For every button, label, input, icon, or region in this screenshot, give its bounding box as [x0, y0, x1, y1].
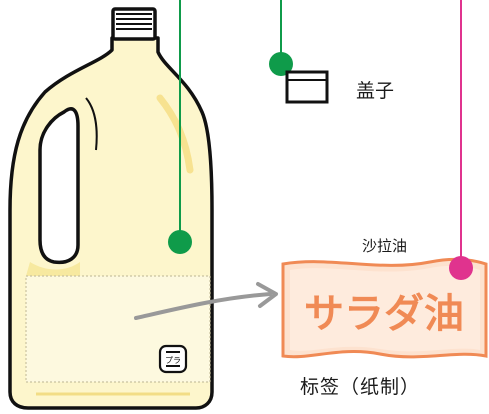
oil-caption: 沙拉油 — [362, 237, 408, 255]
grey-arrow — [134, 282, 278, 320]
cap-icon — [285, 70, 329, 104]
bottle-side-shade — [26, 262, 80, 276]
paper-label: サラダ油 — [281, 257, 488, 359]
cap-label: 盖子 — [356, 80, 395, 102]
label-pointer-dot — [449, 256, 473, 280]
oil-bottle: プラ — [8, 7, 214, 410]
handle-inner-line — [85, 97, 98, 151]
paper-label-text: サラダ油 — [304, 291, 464, 337]
label-caption: 标签（纸制） — [300, 376, 421, 398]
bottle-pointer-dot — [168, 230, 192, 254]
recycle-mark-text: プラ — [165, 356, 181, 365]
bottle-handle — [38, 107, 80, 265]
recycle-mark: プラ — [158, 344, 188, 374]
cap-pointer-dot — [269, 52, 293, 76]
